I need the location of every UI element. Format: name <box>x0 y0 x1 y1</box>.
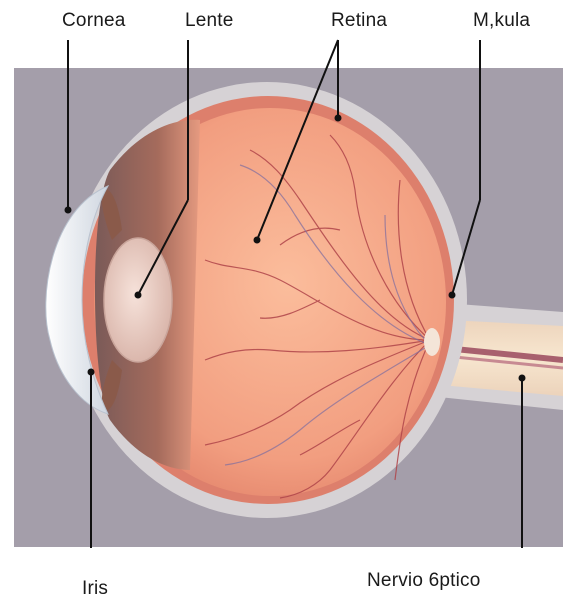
label-nervio-optico: Nervio 6ptico <box>367 571 480 590</box>
retina-dot-2 <box>335 115 342 122</box>
optic-disc <box>424 328 440 356</box>
label-retina: Retina <box>331 11 387 30</box>
label-iris: Iris <box>82 579 108 598</box>
lens <box>104 238 172 362</box>
lens-dot <box>135 292 142 299</box>
nerve-dot <box>519 375 526 382</box>
label-cornea: Cornea <box>62 11 126 30</box>
cornea-dot <box>65 207 72 214</box>
iris-dot <box>88 369 95 376</box>
macula-dot <box>449 292 456 299</box>
retina-dot-1 <box>254 237 261 244</box>
label-macula: M,kula <box>473 11 530 30</box>
label-lente: Lente <box>185 11 234 30</box>
